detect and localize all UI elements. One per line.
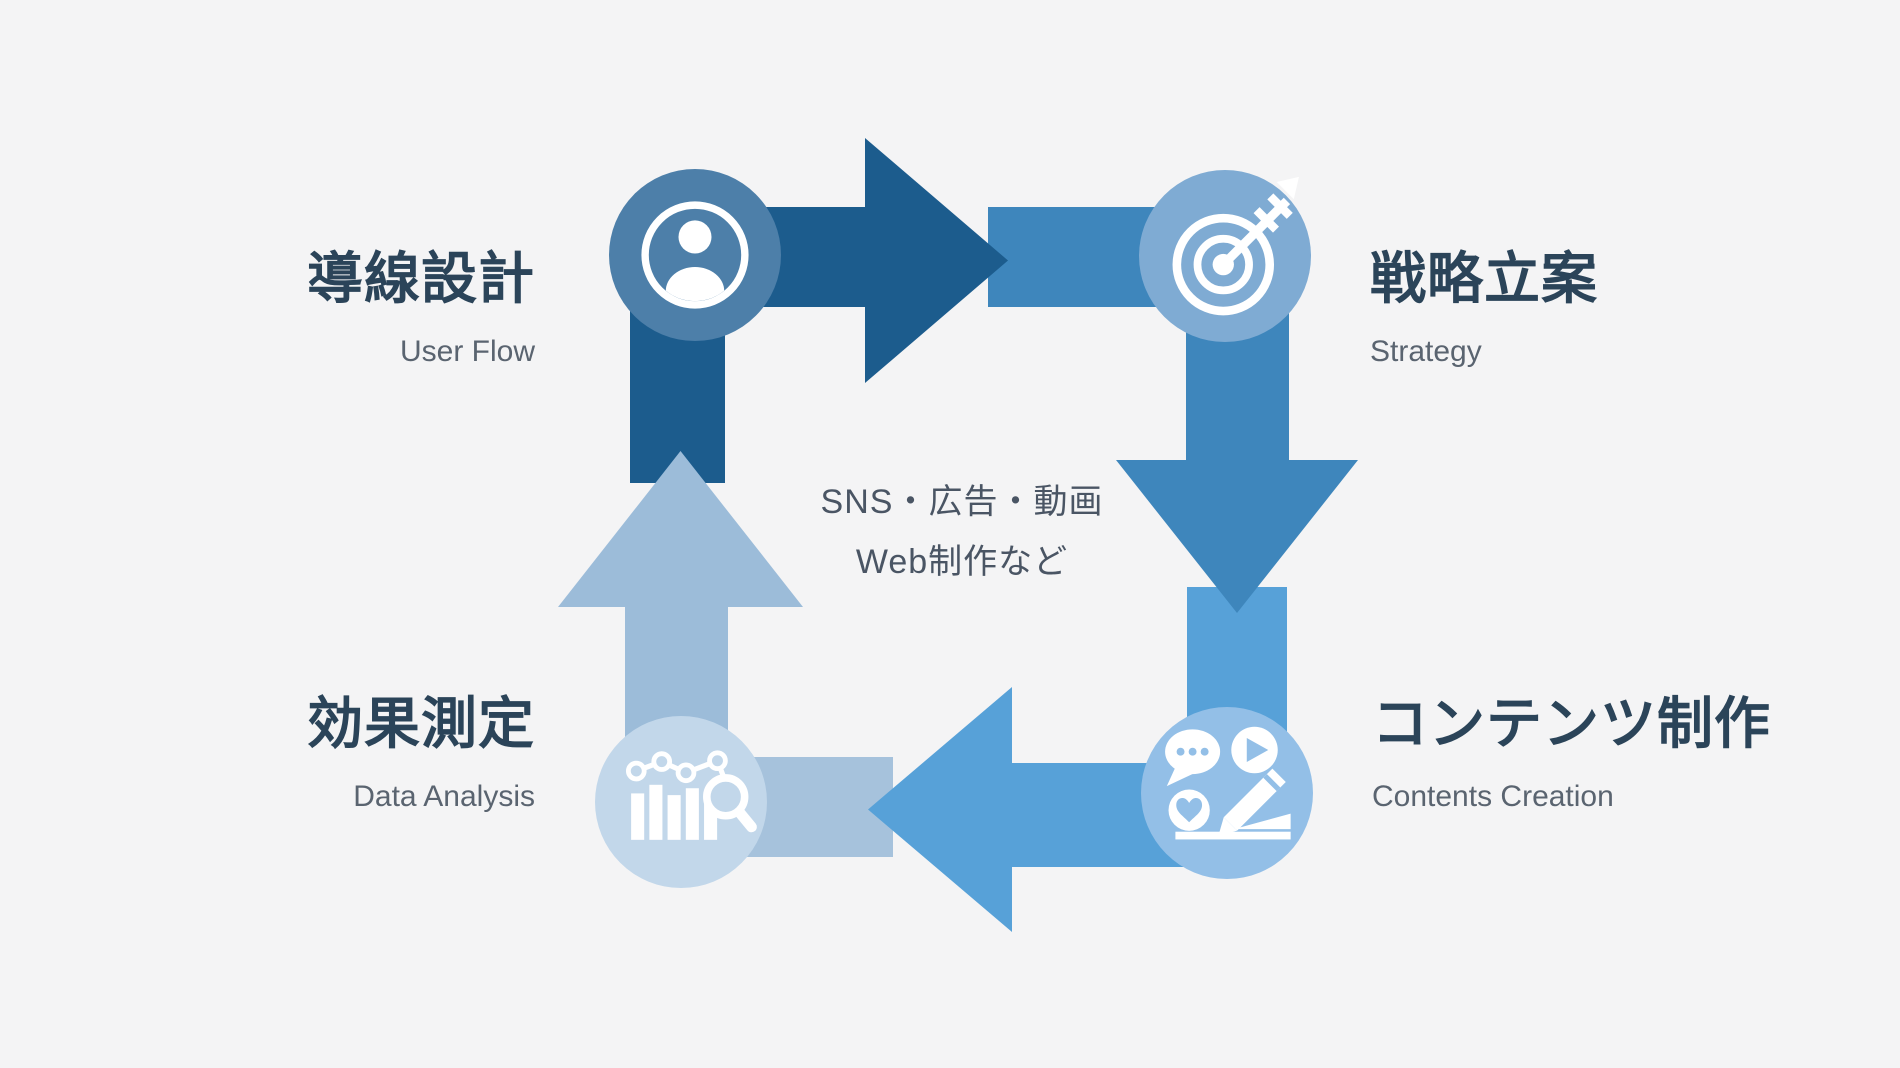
node-strategy	[1139, 170, 1311, 342]
label-contents-creation-jp: コンテンツ制作	[1372, 692, 1771, 755]
node-contents-creation	[1141, 707, 1313, 879]
analytics-icon	[625, 750, 757, 840]
label-contents-creation: コンテンツ制作 Contents Creation	[1372, 690, 1771, 815]
center-note-line2: Web制作など	[855, 543, 1069, 581]
target-icon	[1172, 176, 1299, 316]
label-data-analysis: 効果測定 Data Analysis	[307, 690, 535, 815]
label-user-flow-jp: 導線設計	[307, 247, 535, 310]
label-data-analysis-jp: 効果測定	[307, 692, 535, 755]
contents-icon	[1165, 726, 1291, 840]
label-strategy: 戦略立案 Strategy	[1370, 245, 1598, 370]
arrow-userflow-to-strategy-head	[865, 138, 1008, 383]
center-note: SNS・広告・動画 Web制作など	[742, 472, 1182, 592]
arrow-contents-to-analysis-head	[868, 687, 1012, 932]
label-contents-creation-en: Contents Creation	[1372, 780, 1614, 814]
label-strategy-jp: 戦略立案	[1370, 247, 1598, 310]
user-icon	[641, 201, 749, 309]
center-note-line1: SNS・広告・動画	[820, 483, 1104, 521]
node-data-analysis	[595, 716, 767, 888]
node-user-flow	[609, 169, 781, 341]
label-user-flow-en: User Flow	[399, 335, 535, 369]
label-user-flow: 導線設計 User Flow	[307, 245, 535, 370]
label-data-analysis-en: Data Analysis	[353, 780, 535, 814]
label-strategy-en: Strategy	[1370, 335, 1482, 369]
